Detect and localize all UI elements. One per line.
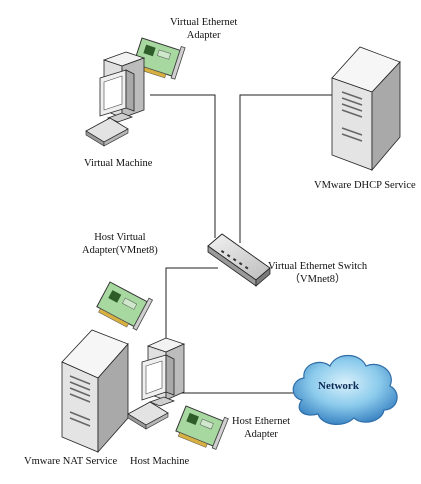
virtual-ethernet-adapter-line1: Virtual Ethernet (170, 17, 238, 28)
host-ethernet-adapter-icon (175, 405, 229, 450)
virtual-machine-icon (85, 51, 146, 147)
host-machine-label: Host Machine (130, 456, 190, 467)
connection-lines (150, 94, 332, 394)
dhcp-server-icon (331, 46, 401, 172)
host-ethernet-adapter-line1: Host Ethernet (232, 416, 291, 427)
virtual-machine-label: Virtual Machine (84, 158, 153, 169)
line-vm-to-switch (150, 94, 216, 238)
nat-server-icon (61, 329, 129, 454)
line-dhcp-to-switch (239, 94, 332, 243)
virtual-ethernet-adapter-icon (133, 37, 186, 80)
host-virtual-adapter-label: Host Virtual Adapter(VMnet8) (82, 231, 158, 257)
network-label: Network (318, 380, 359, 392)
nat-service-label: Vmware NAT Service (24, 456, 118, 467)
virtual-switch-icon (207, 233, 271, 287)
host-ethernet-adapter-label: Host Ethernet Adapter (232, 415, 290, 441)
virtual-switch-line1: Virtual Ethernet Switch (268, 261, 368, 272)
virtual-ethernet-adapter-line2: Adapter (186, 30, 221, 41)
virtual-switch-label: Virtual Ethernet Switch （VMnet8） (268, 260, 367, 286)
host-ethernet-adapter-line2: Adapter (244, 429, 278, 440)
virtual-switch-line2: （VMnet8） (289, 274, 346, 285)
host-virtual-adapter-line2: Adapter(VMnet8) (82, 245, 158, 256)
network-cloud-icon (292, 354, 398, 425)
host-machine-icon (127, 337, 186, 430)
host-virtual-adapter-line1: Host Virtual (94, 232, 146, 243)
virtual-ethernet-adapter-label: Virtual Ethernet Adapter (170, 16, 237, 42)
dhcp-service-label: VMware DHCP Service (314, 180, 416, 191)
host-virtual-adapter-icon (96, 281, 154, 331)
line-hostadapter-to-switch (165, 267, 218, 338)
